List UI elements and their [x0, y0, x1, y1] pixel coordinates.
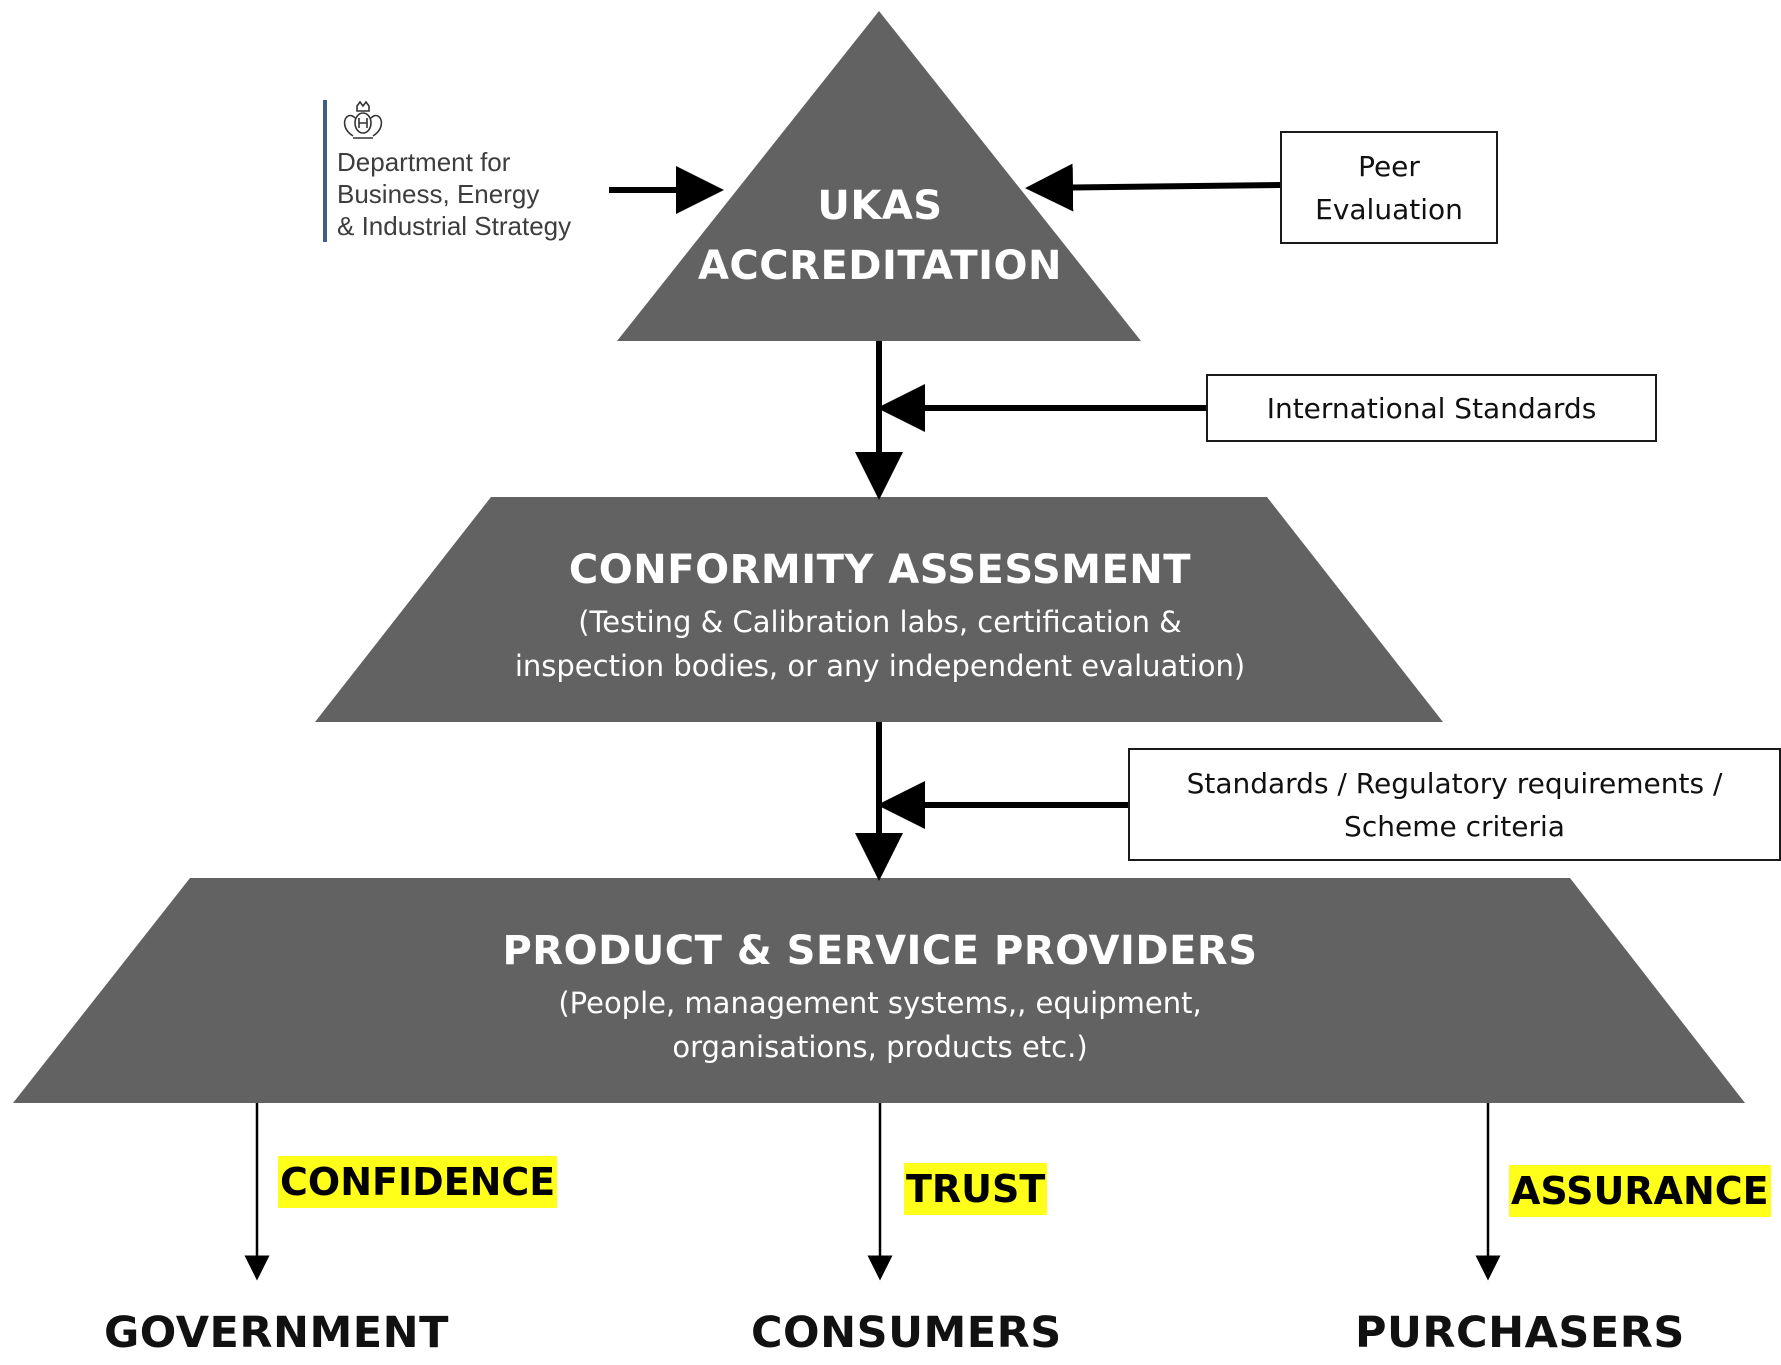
department-logo: Department for Business, Energy & Indust… [323, 100, 613, 242]
audience-purchasers: PURCHASERS [1355, 1308, 1685, 1358]
department-logo-bar [323, 100, 327, 242]
peer-evaluation-line-1: Peer [1358, 149, 1420, 183]
department-name: Department for Business, Energy & Indust… [337, 146, 571, 242]
peer-evaluation-line-2: Evaluation [1315, 192, 1463, 226]
conformity-trapezoid [315, 497, 1443, 722]
international-standards-label: International Standards [1266, 391, 1597, 425]
providers-label: PRODUCT & SERVICE PROVIDERS (People, man… [380, 921, 1380, 1069]
benefit-trust: TRUST [904, 1163, 1048, 1215]
requirements-box: Standards / Regulatory requirements / Sc… [1128, 748, 1781, 861]
conformity-title: CONFORMITY ASSESSMENT [568, 547, 1192, 593]
benefit-assurance: ASSURANCE [1509, 1165, 1771, 1217]
providers-title: PRODUCT & SERVICE PROVIDERS [502, 928, 1258, 974]
benefit-confidence: CONFIDENCE [278, 1156, 558, 1208]
audience-government: GOVERNMENT [104, 1308, 449, 1358]
providers-trapezoid [13, 878, 1745, 1103]
conformity-subtitle-line-1: (Testing & Calibration labs, certificati… [578, 605, 1182, 639]
conformity-label: CONFORMITY ASSESSMENT (Testing & Calibra… [430, 540, 1330, 688]
accreditation-triangle [617, 11, 1141, 341]
accreditation-label: UKAS ACCREDITATION [680, 176, 1080, 296]
peer-evaluation-arrow [1025, 163, 1281, 212]
department-line: & Industrial Strategy [337, 211, 572, 241]
department-line: Department for [337, 147, 511, 177]
conformity-subtitle-line-2: inspection bodies, or any independent ev… [514, 649, 1246, 683]
accreditation-line-2: ACCREDITATION [697, 243, 1063, 289]
department-line: Business, Energy [337, 179, 540, 209]
providers-subtitle-line-2: organisations, products etc.) [672, 1030, 1088, 1064]
peer-evaluation-box: Peer Evaluation [1280, 131, 1498, 244]
accreditation-line-1: UKAS [817, 183, 943, 229]
royal-crest-icon [343, 100, 383, 139]
providers-subtitle-line-1: (People, management systems,, equipment, [558, 986, 1202, 1020]
requirements-line-1: Standards / Regulatory requirements / [1186, 766, 1723, 800]
requirements-line-2: Scheme criteria [1344, 809, 1565, 843]
audience-consumers: CONSUMERS [751, 1308, 1062, 1358]
international-standards-box: International Standards [1206, 374, 1657, 442]
